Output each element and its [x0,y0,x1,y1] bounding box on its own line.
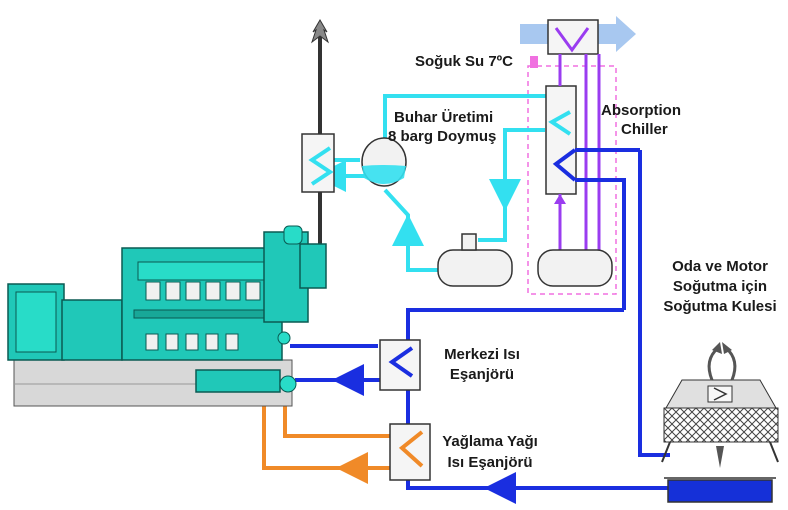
chiller-tank [537,249,613,287]
cooling-tower-label-line1: Oda ve Motor [672,258,768,275]
central-heat-exchanger [379,339,421,391]
lube-oil-heat-exchanger [389,423,431,481]
absorption-chiller-label-line1: Absorption [601,102,681,119]
absorption-chiller-unit [545,19,601,252]
exhaust-stack [311,19,329,245]
absorption-chiller-label-line2: Chiller [621,121,668,138]
lube-oil-loop [262,400,390,484]
exhaust-heat-exchanger [301,133,335,193]
steam-generation-label-line2: 8 barg Doymuş [388,128,497,145]
engine-generator [7,225,327,407]
steam-generation-label-line1: Buhar Üretimi [394,109,494,126]
cold-water-label: Soğuk Su 7ºC [415,53,513,70]
cold-water-marker [530,56,538,68]
central-hx-label-line1: Merkezi Isı [444,346,520,363]
cooling-tower-label-line2: Soğutma için [672,278,768,295]
lube-oil-hx-label-line2: Isı Eşanjörü [447,454,533,471]
central-hx-label-line2: Eşanjörü [449,366,515,383]
condensate-tank [437,233,513,287]
lube-oil-hx-label-line1: Yağlama Yağı [442,433,538,450]
cooling-tower-label-line3: Soğutma Kulesi [663,298,777,315]
cooling-tower [661,342,779,503]
